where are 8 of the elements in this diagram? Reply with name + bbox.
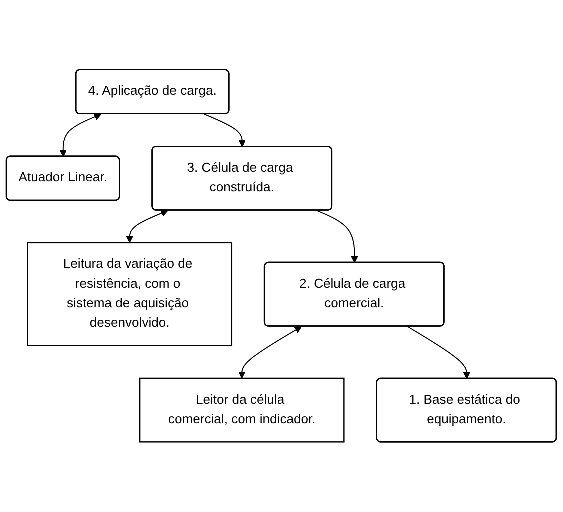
node-box: Leitura da variação de resistência, com o sistema de aquisição desenvolvido. <box>27 242 233 346</box>
arrow <box>316 210 358 264</box>
arrow <box>204 114 246 148</box>
arrow <box>126 210 168 244</box>
arrow <box>60 114 102 158</box>
arrow <box>407 326 470 380</box>
arrow <box>238 326 302 379</box>
node-box: Leitor da célula comercial, com indicador. <box>139 378 345 443</box>
